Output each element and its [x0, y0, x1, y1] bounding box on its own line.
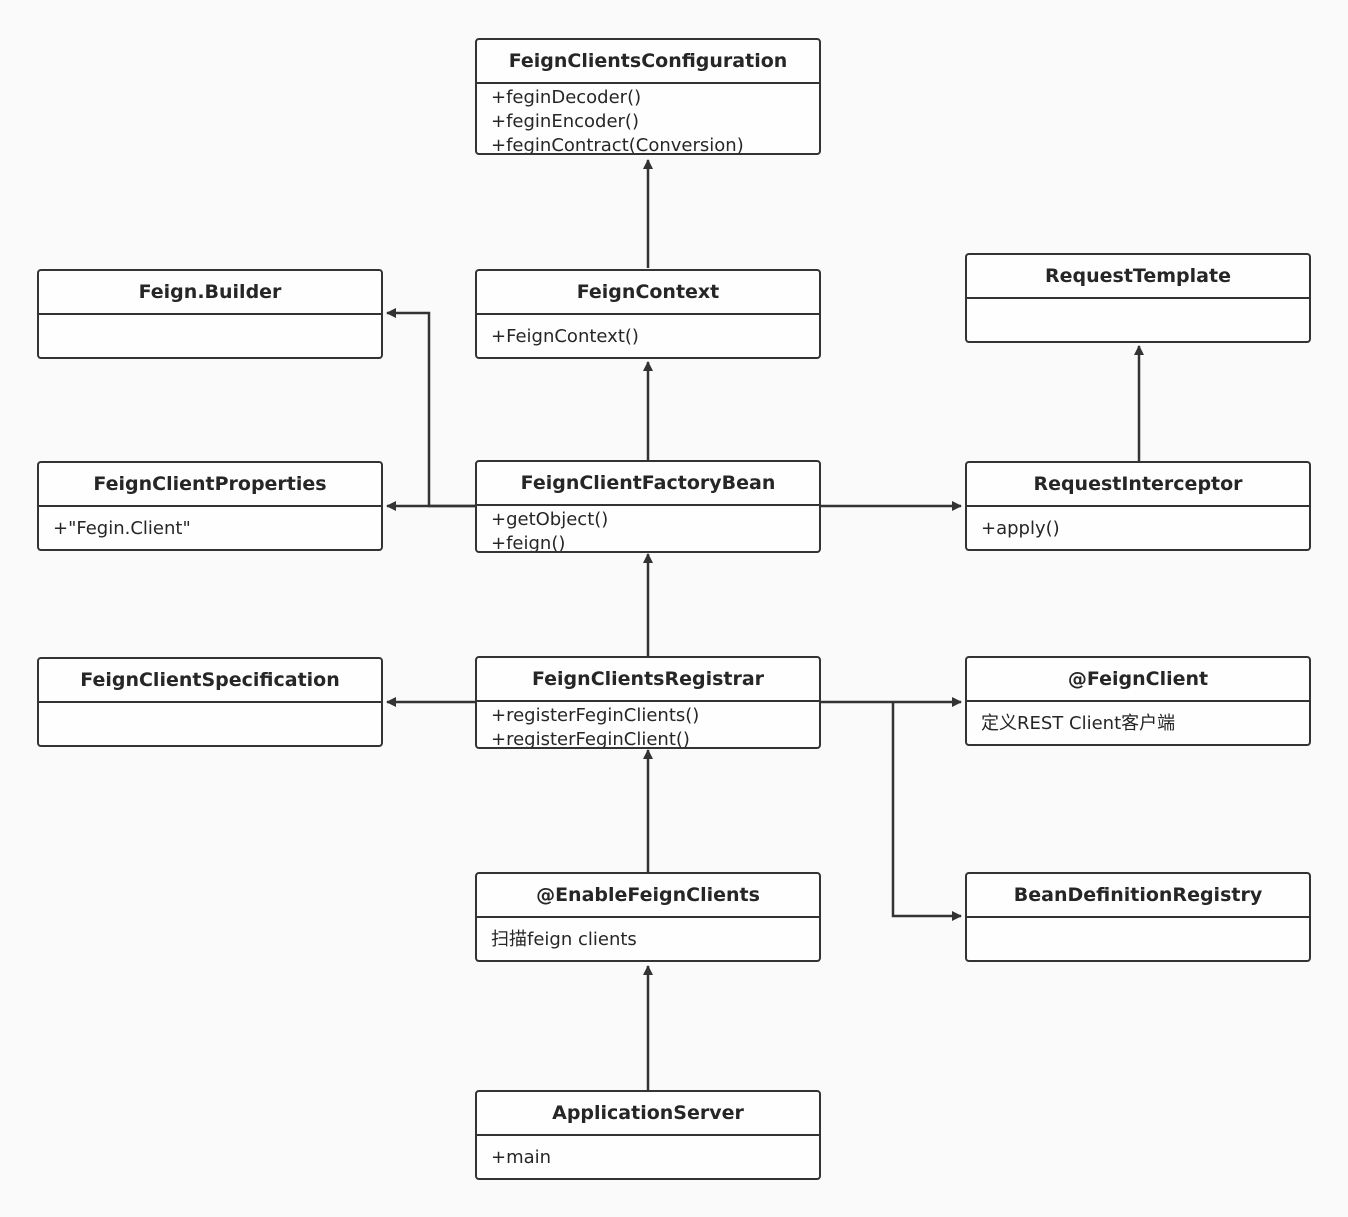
class-name: Feign.Builder: [39, 271, 381, 315]
method-fegin-decoder: +feginDecoder(): [491, 87, 642, 108]
method-apply: +apply(): [981, 518, 1060, 539]
class-name: RequestTemplate: [967, 255, 1309, 299]
description-rest-client: 定义REST Client客户端: [981, 713, 1176, 734]
property-fegin-client: +"Fegin.Client": [53, 518, 191, 539]
class-members: +"Fegin.Client": [39, 507, 381, 541]
edge-factorybean-to-builder: [386, 308, 476, 508]
class-members: +getObject() +feign(): [477, 506, 819, 553]
class-name: FeignContext: [477, 271, 819, 315]
method-register-fegin-client: +registerFeginClient(): [491, 729, 690, 749]
class-members: 扫描feign clients: [477, 918, 819, 952]
class-members: [39, 315, 381, 317]
class-name: FeignClientProperties: [39, 463, 381, 507]
class-members: +main: [477, 1136, 819, 1170]
method-register-fegin-clients: +registerFeginClients(): [491, 705, 700, 726]
class-feign-client-annotation[interactable]: @FeignClient 定义REST Client客户端: [965, 656, 1311, 746]
class-feign-context[interactable]: FeignContext +FeignContext(): [475, 269, 821, 359]
class-name: FeignClientFactoryBean: [477, 462, 819, 506]
method-main: +main: [491, 1147, 552, 1168]
class-name: @EnableFeignClients: [477, 874, 819, 918]
class-name: BeanDefinitionRegistry: [967, 874, 1309, 918]
class-name: FeignClientSpecification: [39, 659, 381, 703]
method-fegin-encoder: +feginEncoder(): [491, 111, 639, 132]
class-members: +FeignContext(): [477, 315, 819, 349]
method-feign-context-constructor: +FeignContext(): [491, 326, 639, 347]
class-members: +feginDecoder() +feginEncoder() +feginCo…: [477, 84, 819, 155]
class-feign-client-factory-bean[interactable]: FeignClientFactoryBean +getObject() +fei…: [475, 460, 821, 553]
class-name: ApplicationServer: [477, 1092, 819, 1136]
class-members: 定义REST Client客户端: [967, 702, 1309, 736]
class-members: +registerFeginClients() +registerFeginCl…: [477, 702, 819, 749]
class-enable-feign-clients[interactable]: @EnableFeignClients 扫描feign clients: [475, 872, 821, 962]
class-name: RequestInterceptor: [967, 463, 1309, 507]
class-request-template[interactable]: RequestTemplate: [965, 253, 1311, 343]
method-feign: +feign(): [491, 533, 566, 553]
class-members: +apply(): [967, 507, 1309, 541]
class-application-server[interactable]: ApplicationServer +main: [475, 1090, 821, 1180]
class-feign-client-properties[interactable]: FeignClientProperties +"Fegin.Client": [37, 461, 383, 551]
class-members: [967, 918, 1309, 920]
class-name: FeignClientsConfiguration: [477, 40, 819, 84]
edge-registrar-to-registry: [891, 702, 962, 921]
class-feign-clients-registrar[interactable]: FeignClientsRegistrar +registerFeginClie…: [475, 656, 821, 749]
class-bean-definition-registry[interactable]: BeanDefinitionRegistry: [965, 872, 1311, 962]
class-members: [967, 299, 1309, 301]
description-scan-clients: 扫描feign clients: [491, 929, 637, 950]
method-get-object: +getObject(): [491, 509, 609, 530]
class-feign-builder[interactable]: Feign.Builder: [37, 269, 383, 359]
class-feign-client-specification[interactable]: FeignClientSpecification: [37, 657, 383, 747]
class-members: [39, 703, 381, 705]
class-name: @FeignClient: [967, 658, 1309, 702]
class-feign-clients-configuration[interactable]: FeignClientsConfiguration +feginDecoder(…: [475, 38, 821, 155]
method-fegin-contract: +feginContract(Conversion): [491, 135, 744, 155]
class-request-interceptor[interactable]: RequestInterceptor +apply(): [965, 461, 1311, 551]
class-name: FeignClientsRegistrar: [477, 658, 819, 702]
